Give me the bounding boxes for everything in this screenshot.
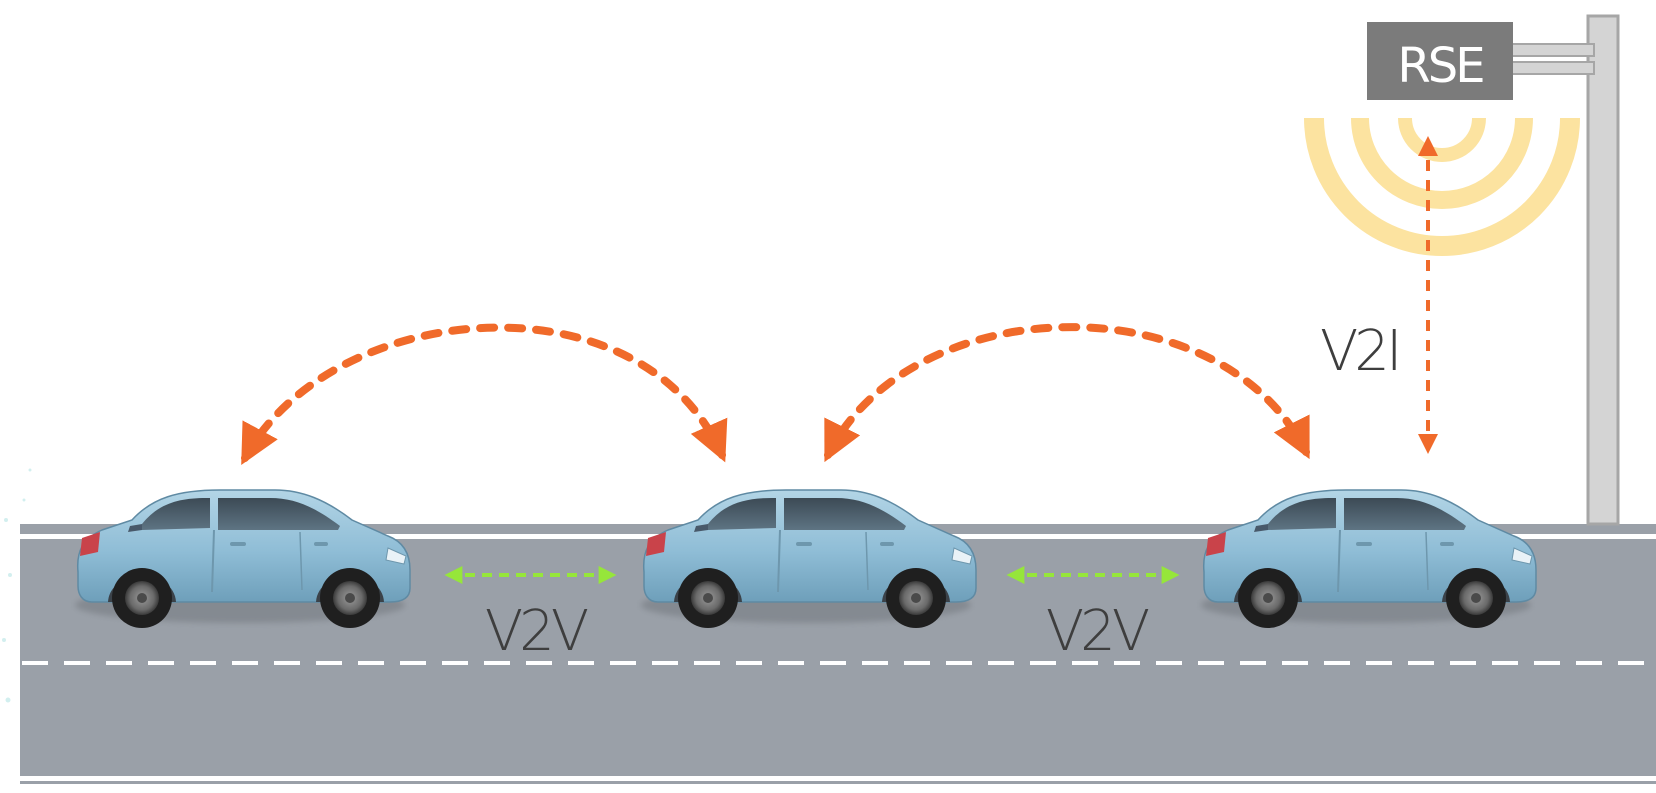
v2v-label-1: V2V: [485, 599, 588, 664]
rse-box: RSE: [1367, 22, 1513, 100]
v2v-label-2: V2V: [1046, 599, 1149, 664]
car-1-icon: [75, 490, 410, 628]
v2i-label: V2I: [1320, 319, 1398, 384]
car-3-icon: [1201, 490, 1536, 628]
rse-label: RSE: [1397, 38, 1483, 94]
signal-waves-icon: [1314, 118, 1570, 246]
v2v-arc-1: [245, 328, 722, 458]
car-2-icon: [641, 490, 976, 628]
v2v-arc-2: [828, 327, 1306, 455]
rse-pole: [1512, 16, 1618, 524]
